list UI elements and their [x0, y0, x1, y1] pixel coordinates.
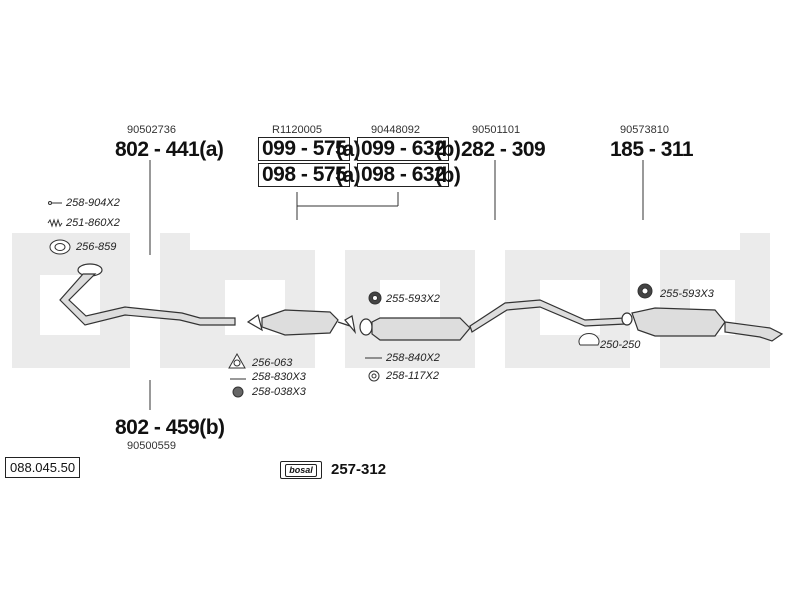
lower-pipe-ref: 90500559 — [127, 440, 176, 452]
small-part-label[interactable]: 255-593X3 — [660, 288, 714, 300]
central-part-code[interactable]: 257-312 — [331, 461, 387, 478]
small-part-label[interactable]: 258-840X2 — [386, 352, 440, 364]
cat-suffix-1: (a) — [336, 138, 361, 161]
ring-icon — [368, 370, 380, 382]
front-pipe-ref: 90502736 — [127, 124, 176, 136]
catalytic-converter — [246, 309, 357, 336]
small-part-label[interactable]: 256-859 — [76, 241, 117, 253]
mid-code-1[interactable]: 099 - 632 — [357, 137, 450, 161]
small-part-label[interactable]: 251-860X2 — [66, 217, 120, 229]
mid-suffix-1: (b) — [435, 138, 461, 161]
washer-icon — [232, 386, 244, 398]
small-part-label[interactable]: 258-038X3 — [252, 386, 306, 398]
spring-icon — [47, 218, 63, 228]
cat-ref: R1120005 — [272, 124, 322, 136]
gasket-icon — [49, 239, 71, 255]
rubber-mount-icon — [368, 291, 382, 305]
lower-pipe-code[interactable]: 802 - 459(b) — [115, 416, 225, 439]
small-part-label[interactable]: 250-250 — [600, 339, 641, 351]
center-silencer-ref: 90501101 — [472, 124, 521, 136]
center-silencer — [359, 299, 626, 341]
rubber-mount-icon — [637, 283, 653, 299]
rear-silencer-code[interactable]: 185 - 311 — [610, 138, 694, 161]
bolt-icon — [48, 201, 62, 205]
mid-ref: 90448092 — [371, 124, 420, 136]
small-part-label[interactable]: 258-904X2 — [66, 197, 120, 209]
cat-suffix-2: (a) — [336, 164, 361, 187]
rear-silencer — [621, 307, 784, 342]
rear-silencer-ref: 90573810 — [620, 124, 669, 136]
mid-suffix-2: (b) — [435, 164, 461, 187]
front-pipe-code[interactable]: 802 - 441(a) — [115, 138, 224, 161]
center-silencer-code[interactable]: 282 - 309 — [461, 138, 546, 161]
bosal-logo-text: bosal — [285, 464, 317, 477]
small-part-label[interactable]: 258-830X3 — [252, 371, 306, 383]
diagram-id: 088.045.50 — [5, 457, 81, 478]
clamp-icon — [578, 333, 600, 346]
bosal-logo: bosal — [280, 461, 322, 479]
cat-code-2[interactable]: 098 - 575 — [258, 163, 351, 187]
front-pipe — [59, 263, 236, 326]
small-part-label[interactable]: 256-063 — [252, 357, 293, 369]
small-part-label[interactable]: 258-117X2 — [386, 370, 440, 382]
flange-gasket-icon — [228, 352, 246, 369]
small-part-label[interactable]: 255-593X2 — [386, 293, 440, 305]
mid-code-2[interactable]: 098 - 632 — [357, 163, 450, 187]
cat-code-1[interactable]: 099 - 575 — [258, 137, 351, 161]
